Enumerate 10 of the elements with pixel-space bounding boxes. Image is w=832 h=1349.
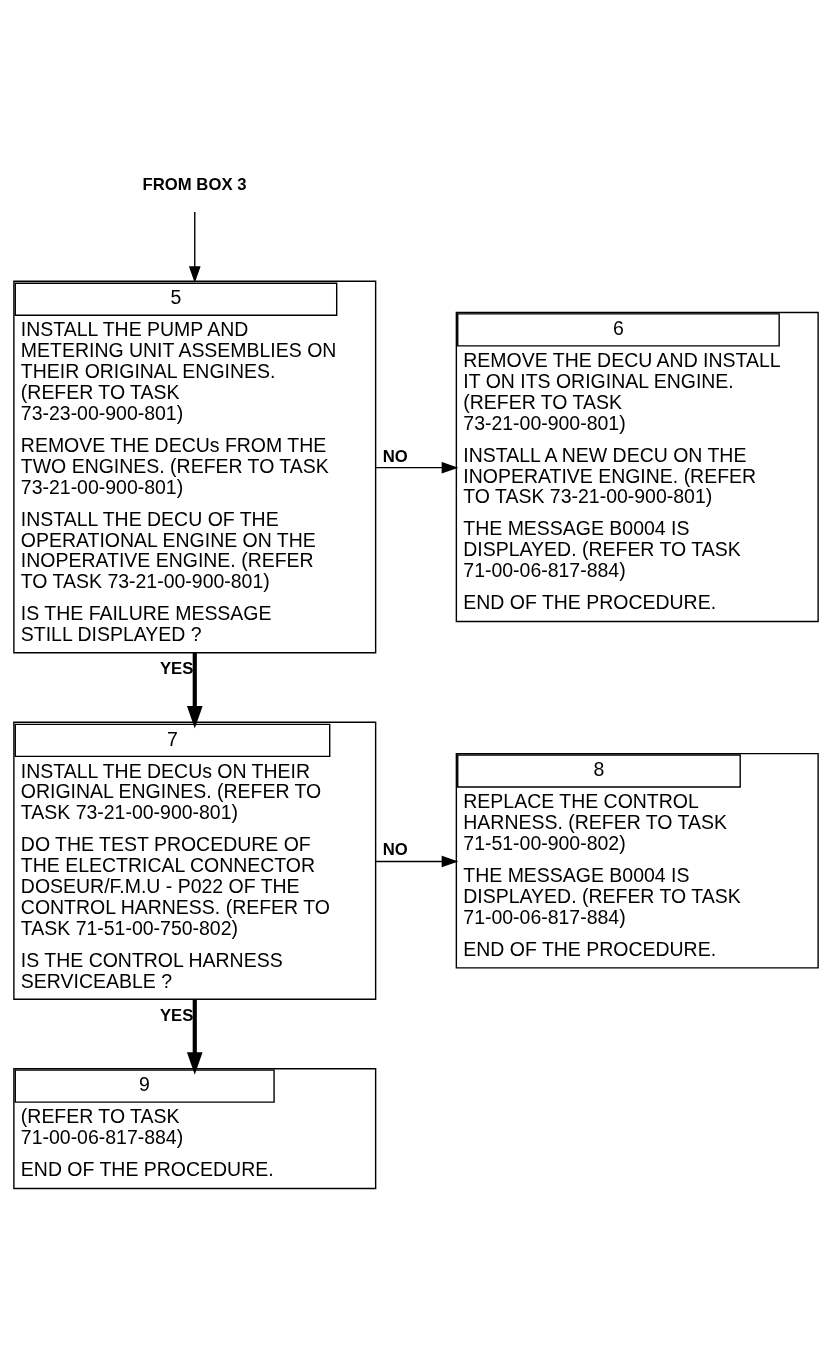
arrow: [188, 210, 201, 283]
arrow: [375, 461, 459, 474]
arrow: [186, 652, 203, 728]
arrow: [186, 998, 203, 1075]
edge-label: YES: [159, 658, 194, 678]
edge-label: NO: [382, 446, 408, 466]
node-text: FROM BOX 3: [142, 174, 247, 194]
edge-label: NO: [382, 839, 408, 859]
arrow: [375, 855, 459, 867]
edge-label: YES: [159, 1005, 194, 1025]
